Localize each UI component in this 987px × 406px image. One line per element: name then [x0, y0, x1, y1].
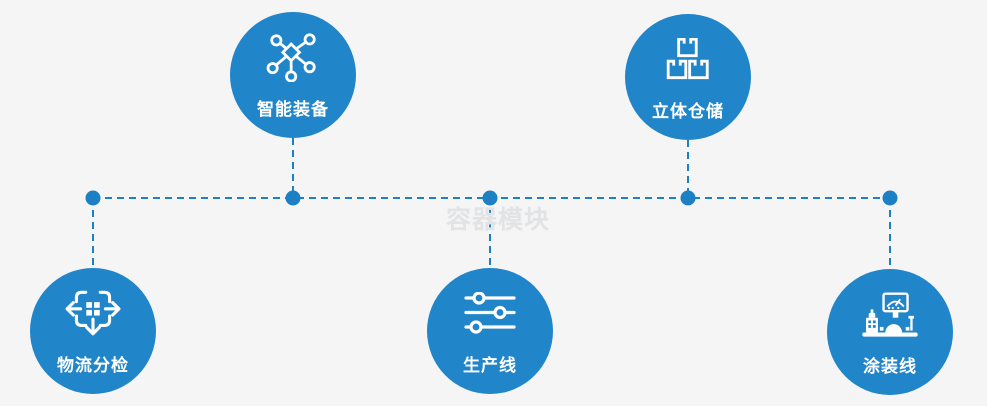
sort-arrows-icon: [30, 285, 156, 341]
node-label: 生产线: [463, 356, 517, 375]
stacked-boxes-icon: [625, 31, 751, 87]
sliders-icon: [427, 285, 553, 341]
junction-dot: [882, 190, 898, 206]
node-label: 智能装备: [257, 100, 329, 119]
junction-dot: [482, 190, 498, 206]
network-nodes-icon: [230, 29, 356, 85]
junction-dot: [85, 190, 101, 206]
junction-dot: [285, 190, 301, 206]
paint-machine-icon: [827, 286, 953, 342]
node-label: 物流分检: [57, 356, 129, 375]
node-label: 立体仓储: [652, 102, 724, 121]
node-painting-line: 涂装线: [827, 269, 953, 395]
node-label: 涂装线: [863, 357, 917, 376]
junction-dot: [680, 190, 696, 206]
watermark-text: 容器模块: [446, 206, 551, 234]
node-logistics-sorting: 物流分检: [30, 268, 156, 394]
node-smart-equipment: 智能装备: [230, 12, 356, 138]
node-production-line: 生产线: [427, 268, 553, 394]
node-warehouse: 立体仓储: [625, 14, 751, 140]
